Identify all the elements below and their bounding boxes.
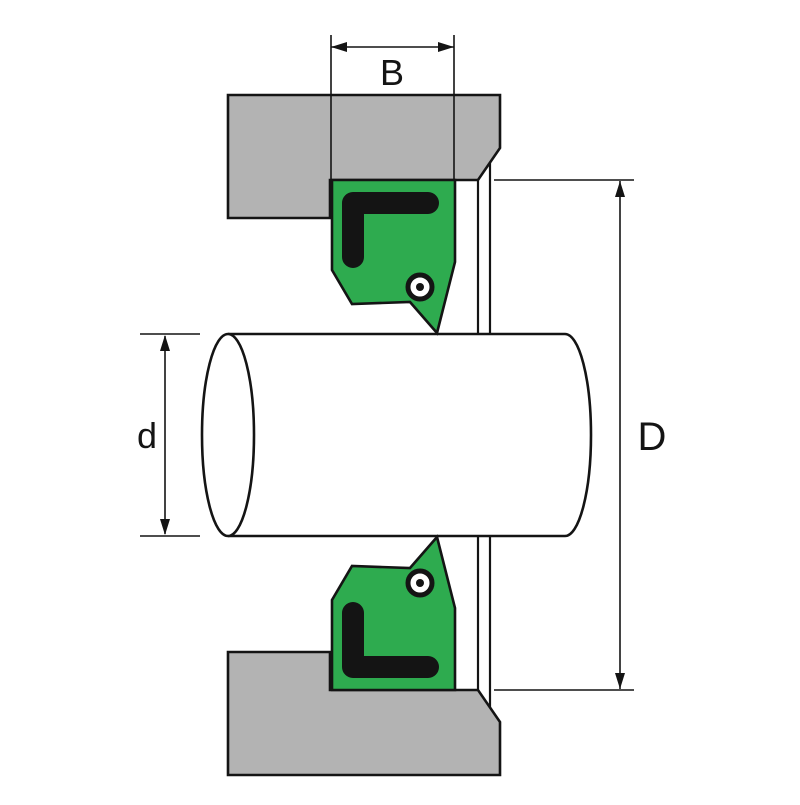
d-arrowhead-bottom <box>160 519 170 535</box>
b-dimension-label: B <box>380 52 404 93</box>
d-arrowhead-top <box>160 335 170 351</box>
shaft-body <box>228 332 593 538</box>
dimension-d: d <box>137 333 200 537</box>
seal-metal-case-insert <box>342 192 439 268</box>
garter-spring-center-dot <box>416 283 424 291</box>
D-dimension-label: D <box>638 415 667 459</box>
lower-seal-mirrored <box>332 537 455 690</box>
D-arrowhead-bottom <box>615 673 625 689</box>
b-arrowhead-right <box>438 42 454 52</box>
housing <box>226 93 502 777</box>
dimension-B: B <box>330 35 455 180</box>
b-arrowhead-left <box>331 42 347 52</box>
dimension-D: D <box>494 179 667 691</box>
upper-seal <box>330 178 457 336</box>
D-arrowhead-top <box>615 181 625 197</box>
shaft <box>200 332 593 538</box>
d-dimension-label: d <box>137 415 157 456</box>
seals <box>330 178 457 690</box>
shaft-end-ellipse <box>200 332 256 538</box>
